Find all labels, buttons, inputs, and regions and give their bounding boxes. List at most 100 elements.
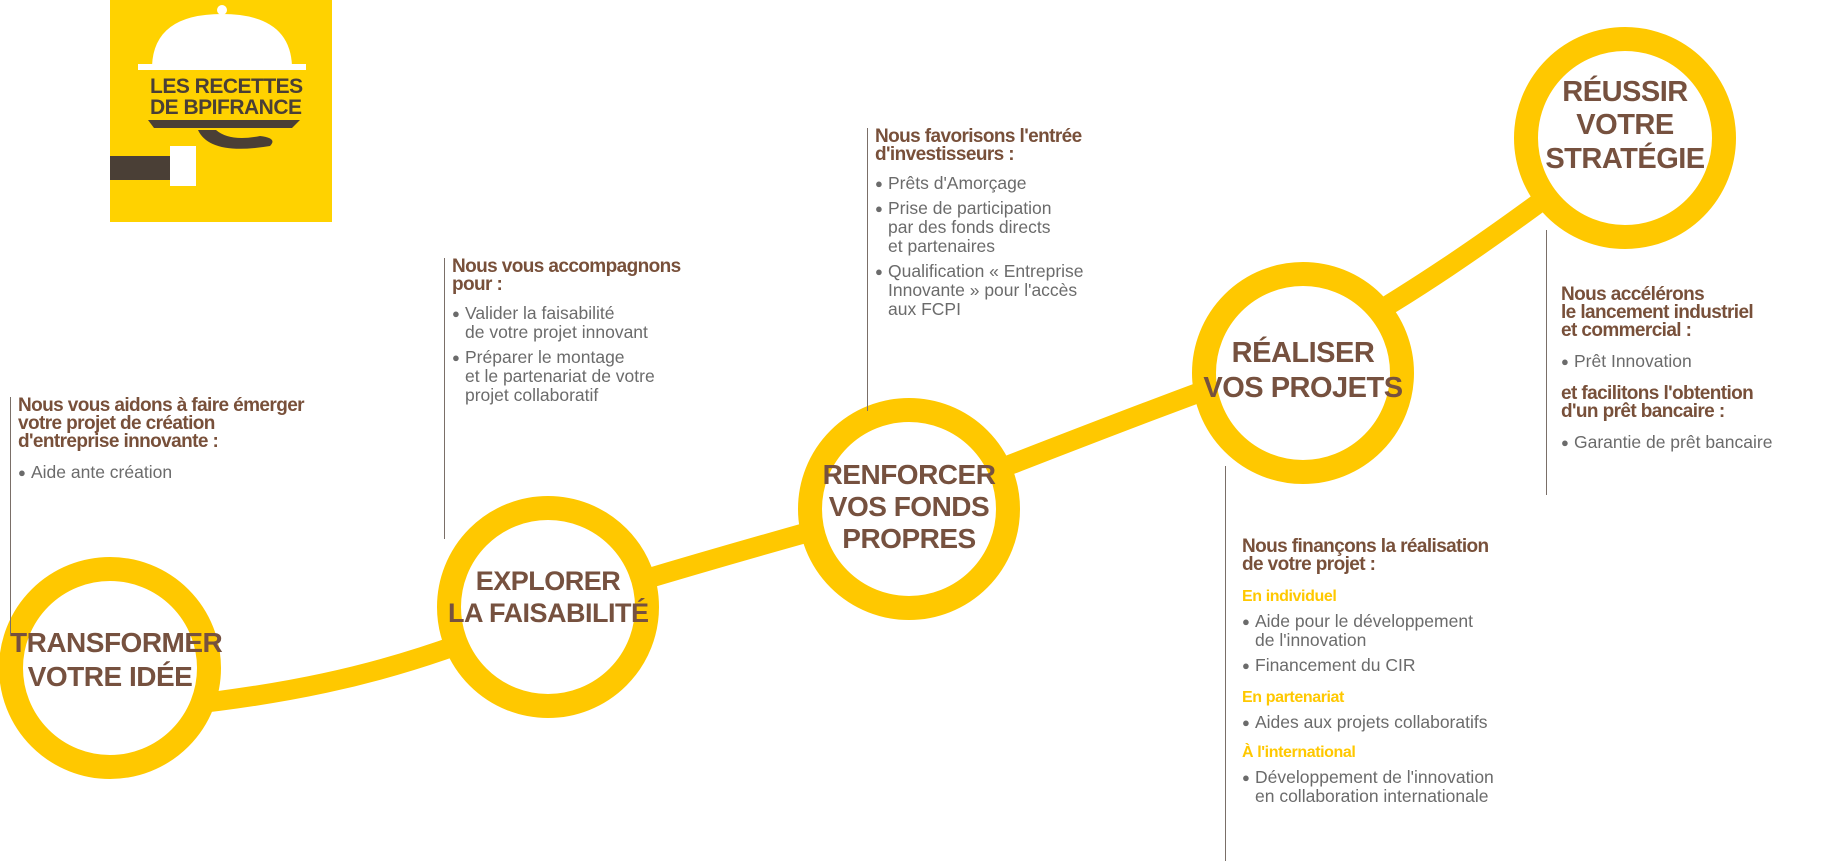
heading-line: Nous accélérons bbox=[1561, 284, 1705, 305]
info-block-reussir: Nous accélérons le lancement industriel … bbox=[1546, 230, 1772, 495]
heading-line: d'un prêt bancaire : bbox=[1561, 401, 1725, 422]
heading-line: Nous vous accompagnons bbox=[452, 256, 681, 277]
step-circle-transformer bbox=[0, 557, 221, 779]
item-line: projet collaboratif bbox=[465, 385, 599, 405]
step-label-line: LA FAISABILITÉ bbox=[448, 598, 649, 629]
item-line: Prêt Innovation bbox=[1574, 351, 1692, 371]
step-label-line: EXPLORER bbox=[475, 566, 621, 596]
list-item: ● Aides aux projets collaboratifs bbox=[1242, 713, 1494, 732]
heading-line: votre projet de création bbox=[18, 413, 215, 434]
item-line: Qualification « Entreprise bbox=[888, 261, 1084, 281]
item-line: Développement de l'innovation bbox=[1255, 767, 1494, 787]
block-list: ● Aide pour le développement de l'innova… bbox=[1242, 612, 1494, 675]
step-label-line: RÉUSSIR bbox=[1562, 76, 1688, 108]
item-line: Prêts d'Amorçage bbox=[888, 173, 1027, 193]
item-line: en collaboration internationale bbox=[1255, 786, 1489, 806]
list-item: ● Valider la faisabilité de votre projet… bbox=[452, 304, 681, 342]
bullet-icon: ● bbox=[452, 350, 460, 365]
list-item: ● Préparer le montage et le partenariat … bbox=[452, 348, 681, 405]
item-line: Prise de participation bbox=[888, 198, 1052, 218]
item-line: Aide pour le développement bbox=[1255, 611, 1473, 631]
item-line: Préparer le montage bbox=[465, 347, 625, 367]
step-label-renforcer: RENFORCER VOS FONDS PROPRES bbox=[809, 459, 1009, 555]
bullet-icon: ● bbox=[1561, 354, 1569, 369]
logo-line-1: LES RECETTES bbox=[150, 75, 303, 98]
step-label-realiser: RÉALISER VOS PROJETS bbox=[1203, 336, 1403, 406]
heading-line: Nous vous aidons à faire émerger bbox=[18, 395, 305, 416]
step-label-line: TRANSFORMER bbox=[10, 627, 223, 658]
step-label-explorer: EXPLORER LA FAISABILITÉ bbox=[448, 565, 649, 630]
bullet-icon: ● bbox=[875, 201, 883, 216]
list-item: ● Aide pour le développement de l'innova… bbox=[1242, 612, 1494, 650]
bullet-icon: ● bbox=[875, 264, 883, 279]
item-line: par des fonds directs bbox=[888, 217, 1051, 237]
block-list: ● Aide ante création bbox=[18, 463, 304, 482]
group-title-individuel: En individuel bbox=[1242, 588, 1337, 605]
heading-line: Nous favorisons l'entrée bbox=[875, 126, 1082, 147]
list-item: ● Prêt Innovation bbox=[1561, 352, 1772, 371]
item-line: aux FCPI bbox=[888, 299, 961, 319]
item-line: et le partenariat de votre bbox=[465, 366, 655, 386]
heading-line: pour : bbox=[452, 274, 503, 295]
list-item: ● Prise de participation par des fonds d… bbox=[875, 199, 1084, 256]
step-label-line: VOS FONDS bbox=[828, 490, 990, 522]
step-label-transformer: TRANSFORMER VOTRE IDÉE bbox=[10, 626, 223, 693]
heading-line: de votre projet : bbox=[1242, 554, 1376, 575]
info-block-explorer: Nous vous accompagnons pour : ● Valider … bbox=[444, 256, 681, 539]
list-item: ● Financement du CIR bbox=[1242, 656, 1494, 675]
step-circle-reussir bbox=[1514, 27, 1736, 249]
info-block-renforcer: Nous favorisons l'entrée d'investisseurs… bbox=[867, 126, 1084, 411]
bullet-icon: ● bbox=[1242, 658, 1250, 673]
step-label-line: RÉALISER bbox=[1231, 337, 1375, 369]
step-label-line: VOTRE IDÉE bbox=[27, 660, 193, 692]
bpifrance-recipes-logo: LES RECETTES DE BPIFRANCE bbox=[110, 0, 332, 222]
bullet-icon: ● bbox=[18, 465, 26, 480]
step-label-line: RENFORCER bbox=[822, 459, 996, 490]
block-list: ● Garantie de prêt bancaire bbox=[1561, 433, 1772, 452]
item-line: et partenaires bbox=[888, 236, 996, 256]
heading-line: et facilitons l'obtention bbox=[1561, 383, 1754, 404]
step-label-reussir: RÉUSSIR VOTRE STRATÉGIE bbox=[1525, 76, 1725, 176]
logo-line-2: DE BPIFRANCE bbox=[150, 96, 302, 119]
block-list: ● Valider la faisabilité de votre projet… bbox=[452, 304, 681, 405]
item-line: Valider la faisabilité bbox=[465, 303, 615, 323]
bullet-icon: ● bbox=[875, 176, 883, 191]
list-item: ● Garantie de prêt bancaire bbox=[1561, 433, 1772, 452]
heading-line: et commercial : bbox=[1561, 320, 1692, 341]
block-list: ● Prêt Innovation bbox=[1561, 352, 1772, 371]
block-list: ● Développement de l'innovation en colla… bbox=[1242, 768, 1494, 806]
heading-line: le lancement industriel bbox=[1561, 302, 1754, 323]
step-label-line: PROPRES bbox=[842, 522, 976, 554]
step-label-line: STRATÉGIE bbox=[1545, 142, 1705, 175]
info-block-transformer: Nous vous aidons à faire émerger votre p… bbox=[10, 395, 305, 634]
item-line: Innovante » pour l'accès bbox=[888, 280, 1078, 300]
block-heading: Nous favorisons l'entrée d'investisseurs… bbox=[875, 126, 1084, 165]
item-line: Aides aux projets collaboratifs bbox=[1255, 712, 1488, 732]
block-heading: Nous accélérons le lancement industriel … bbox=[1561, 284, 1772, 341]
block-heading: Nous vous accompagnons pour : bbox=[452, 256, 681, 295]
heading-line: d'investisseurs : bbox=[875, 144, 1015, 165]
item-line: de votre projet innovant bbox=[465, 322, 648, 342]
list-item: ● Qualification « Entreprise Innovante »… bbox=[875, 262, 1084, 319]
bullet-icon: ● bbox=[1242, 715, 1250, 730]
step-circle-renforcer bbox=[798, 398, 1020, 620]
bullet-icon: ● bbox=[1242, 614, 1250, 629]
block-heading-secondary: et facilitons l'obtention d'un prêt banc… bbox=[1561, 383, 1772, 422]
step-circle-explorer bbox=[437, 496, 659, 718]
step-label-line: VOTRE bbox=[1576, 109, 1674, 142]
list-item: ● Développement de l'innovation en colla… bbox=[1242, 768, 1494, 806]
logo-text: LES RECETTES DE BPIFRANCE bbox=[150, 75, 303, 119]
heading-line: d'entreprise innovante : bbox=[18, 431, 219, 452]
item-line: Aide ante création bbox=[31, 462, 173, 482]
item-line: Financement du CIR bbox=[1255, 655, 1416, 675]
info-block-realiser: Nous finançons la réalisation de votre p… bbox=[1225, 466, 1494, 861]
block-list: ● Aides aux projets collaboratifs bbox=[1242, 713, 1494, 732]
heading-line: Nous finançons la réalisation bbox=[1242, 536, 1489, 557]
item-line: de l'innovation bbox=[1255, 630, 1367, 650]
step-label-line: VOS PROJETS bbox=[1203, 371, 1403, 404]
block-list: ● Prêts d'Amorçage ● Prise de participat… bbox=[875, 174, 1084, 319]
block-heading: Nous finançons la réalisation de votre p… bbox=[1242, 536, 1494, 575]
list-item: ● Aide ante création bbox=[18, 463, 304, 482]
list-item: ● Prêts d'Amorçage bbox=[875, 174, 1084, 193]
